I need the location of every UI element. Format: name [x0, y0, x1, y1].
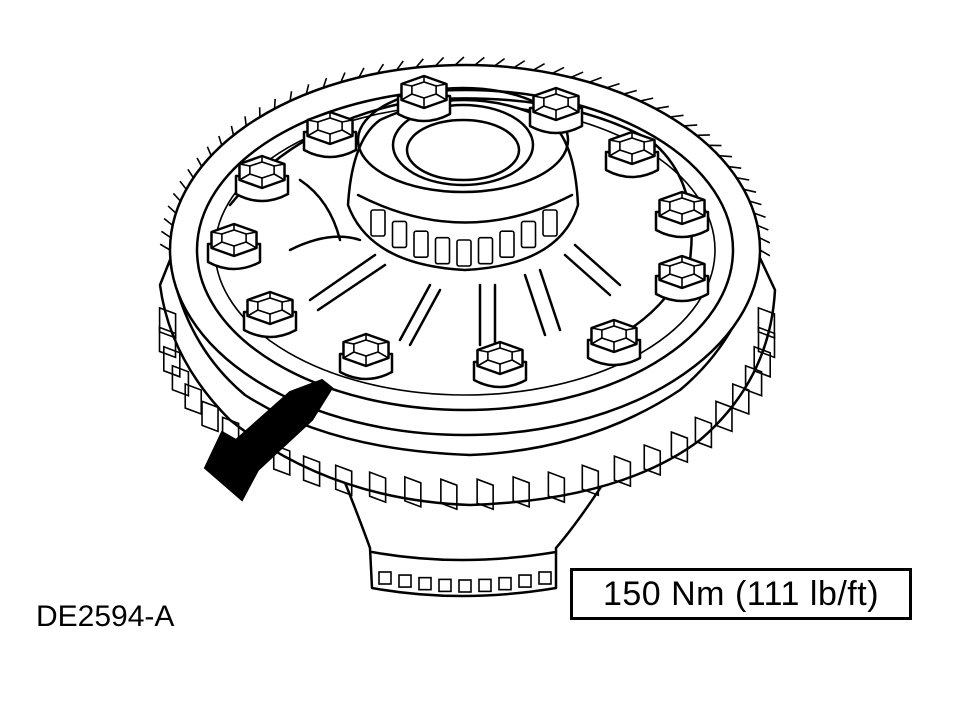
rim-tooth	[475, 57, 484, 65]
rim-tooth	[640, 98, 653, 101]
rim-tooth	[188, 169, 194, 177]
rim-tooth	[571, 72, 583, 77]
bolt-head-icon	[340, 334, 392, 379]
bolt-head-icon	[208, 224, 260, 269]
gear-tooth	[202, 401, 218, 431]
rim-tooth	[719, 156, 732, 157]
bolt-head-icon	[656, 256, 708, 301]
rim-tooth	[655, 106, 668, 108]
bolt-head-icon	[530, 88, 582, 133]
rim-tooth	[161, 231, 170, 237]
rim-tooth	[670, 115, 683, 117]
rim-tooth	[589, 77, 601, 82]
bolt-head-icon	[656, 192, 708, 237]
rim-tooth	[207, 147, 211, 156]
torque-spec-label: 150 Nm (111 lb/ft)	[570, 568, 912, 620]
rim-tooth	[275, 99, 276, 109]
bolt-head-icon	[304, 112, 356, 157]
rim-tooth	[495, 59, 505, 66]
rim-tooth	[231, 126, 233, 135]
rim-tooth	[514, 61, 525, 68]
figure-id-label: DE2594-A	[36, 600, 174, 634]
rim-tooth	[180, 181, 186, 189]
rim-tooth	[533, 64, 544, 70]
rim-tooth	[607, 84, 620, 88]
bolt-head-icon	[244, 292, 296, 337]
rim-tooth	[684, 125, 697, 126]
rim-tooth	[219, 136, 222, 145]
bolt-head-icon	[398, 76, 450, 121]
bolt-head-icon	[606, 132, 658, 177]
rim-tooth	[197, 158, 202, 167]
rim-tooth	[760, 250, 770, 256]
rim-tooth	[164, 219, 173, 226]
rim-tooth	[624, 91, 637, 95]
rim-tooth	[168, 206, 176, 213]
rim-tooth	[173, 193, 180, 201]
bolt-head-icon	[588, 320, 640, 365]
bolt-head-icon	[474, 342, 526, 387]
rim-tooth	[245, 116, 246, 126]
rim-tooth	[160, 244, 170, 250]
rim-tooth	[552, 67, 564, 73]
bolt-head-icon	[236, 156, 288, 201]
